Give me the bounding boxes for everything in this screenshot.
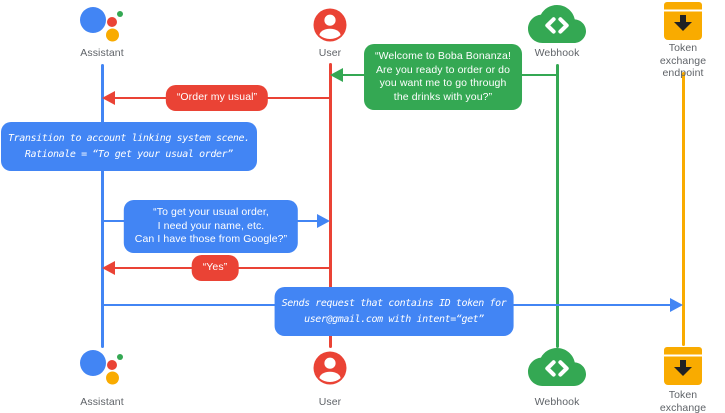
token-endpoint-icon [664, 2, 702, 40]
webhook-label-bottom: Webhook [534, 396, 580, 408]
webhook-icon [528, 5, 586, 43]
transition-note-bubble: Transition to account linking system sce… [1, 122, 257, 171]
assistant-icon [80, 7, 123, 42]
user-label-top: User [318, 47, 342, 59]
yes-arrowhead-icon [102, 261, 115, 275]
webhook-label-top: Webhook [534, 47, 580, 59]
user-lifeline [328, 63, 332, 348]
token-endpoint-lifeline [681, 72, 685, 346]
assistant-icon [80, 350, 123, 385]
token-endpoint-icon [664, 347, 702, 385]
user-icon [313, 8, 347, 42]
welcome-arrowhead-icon [330, 68, 343, 82]
webhook-lifeline [555, 64, 559, 348]
yes-message-bubble: “Yes” [191, 255, 239, 281]
sends-request-arrowhead-icon [670, 298, 683, 312]
welcome-message-bubble: “Welcome to Boba Bonanza! Are you ready … [364, 44, 522, 110]
webhook-icon [528, 348, 586, 386]
ask-details-message-bubble: “To get your usual order, I need your na… [123, 200, 299, 253]
assistant-label-top: Assistant [80, 47, 124, 59]
user-icon [313, 351, 347, 385]
assistant-lifeline [100, 64, 104, 348]
ask-arrowhead-icon [317, 214, 330, 228]
assistant-label-bottom: Assistant [80, 396, 124, 408]
token-endpoint-label-top: Token exchange endpoint [659, 42, 707, 79]
sends-request-message-bubble: Sends request that contains ID token for… [274, 287, 514, 336]
order-message-bubble: “Order my usual” [165, 85, 269, 111]
token-endpoint-label-bottom: Token exchange endpoint [659, 389, 707, 413]
order-arrowhead-icon [102, 91, 115, 105]
user-label-bottom: User [318, 396, 342, 408]
